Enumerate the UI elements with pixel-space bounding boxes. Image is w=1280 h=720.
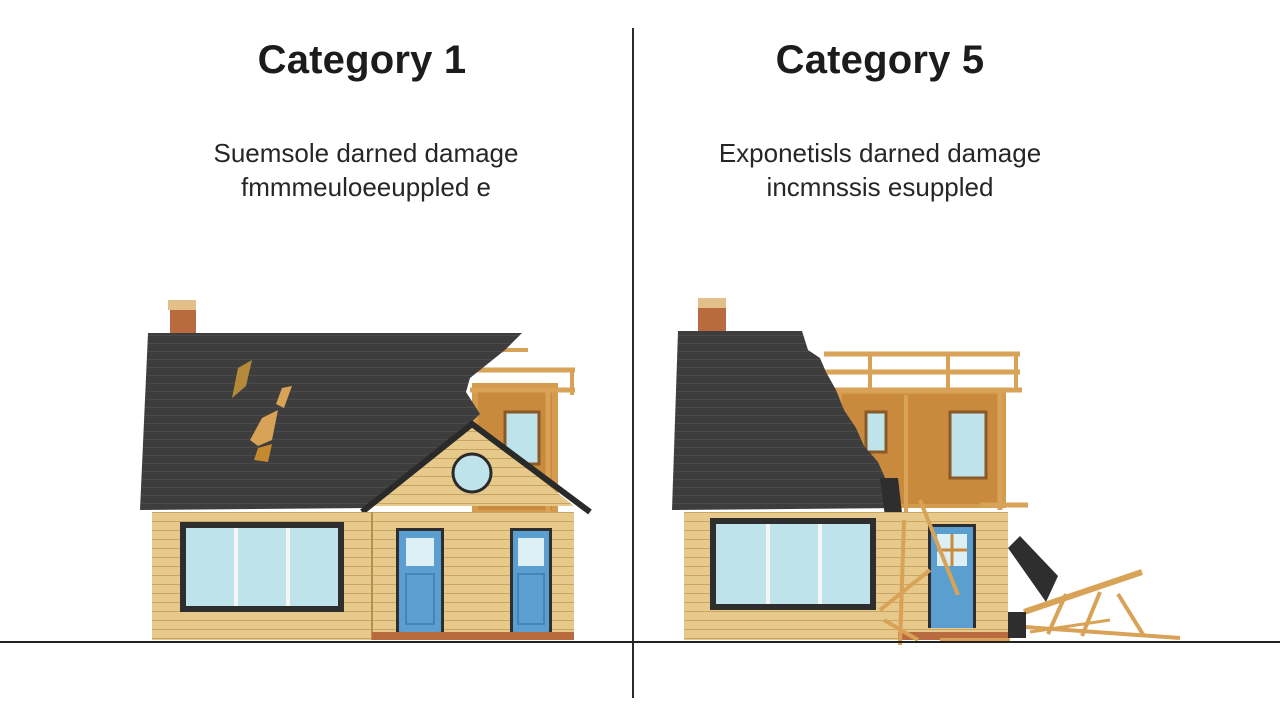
- description-line: Exponetisls darned damage: [718, 138, 1042, 168]
- chimney-cap: [168, 300, 196, 310]
- roof: [672, 331, 900, 510]
- gable-trim: [360, 420, 592, 515]
- description-line: Suemsole darned damage: [213, 138, 519, 168]
- chimney-cap: [698, 298, 726, 308]
- damage-patch: [232, 360, 252, 398]
- panel-divider: [632, 28, 634, 698]
- panel-title: Category 1: [257, 38, 467, 82]
- panel-description: Suemsole darned damage fmmmeuloeeuppled …: [96, 136, 636, 204]
- description-line: fmmmeuloeeuppled e: [240, 172, 492, 202]
- broken-studs: [878, 499, 1010, 646]
- debris-pile: [1008, 536, 1181, 640]
- damage-patch: [276, 386, 292, 408]
- ground-line: [0, 641, 1280, 643]
- description-line: incmnssis esuppled: [766, 172, 994, 202]
- door: [396, 528, 444, 632]
- panel-title: Category 5: [775, 38, 985, 82]
- round-window: [451, 452, 493, 494]
- roof: [140, 333, 522, 510]
- house-category-5: [672, 298, 1181, 646]
- chimney: [170, 310, 196, 334]
- panel-description: Exponetisls darned damage incmnssis esup…: [630, 136, 1130, 204]
- chimney: [698, 308, 726, 332]
- panel-category-5: Category 5 Exponetisls darned damage inc…: [640, 0, 1280, 720]
- damage-patch: [254, 444, 272, 462]
- house-category-1: [140, 300, 592, 640]
- door: [510, 528, 552, 632]
- panel-category-1: Category 1 Suemsole darned damage fmmmeu…: [0, 0, 634, 720]
- damage-patch: [250, 410, 278, 446]
